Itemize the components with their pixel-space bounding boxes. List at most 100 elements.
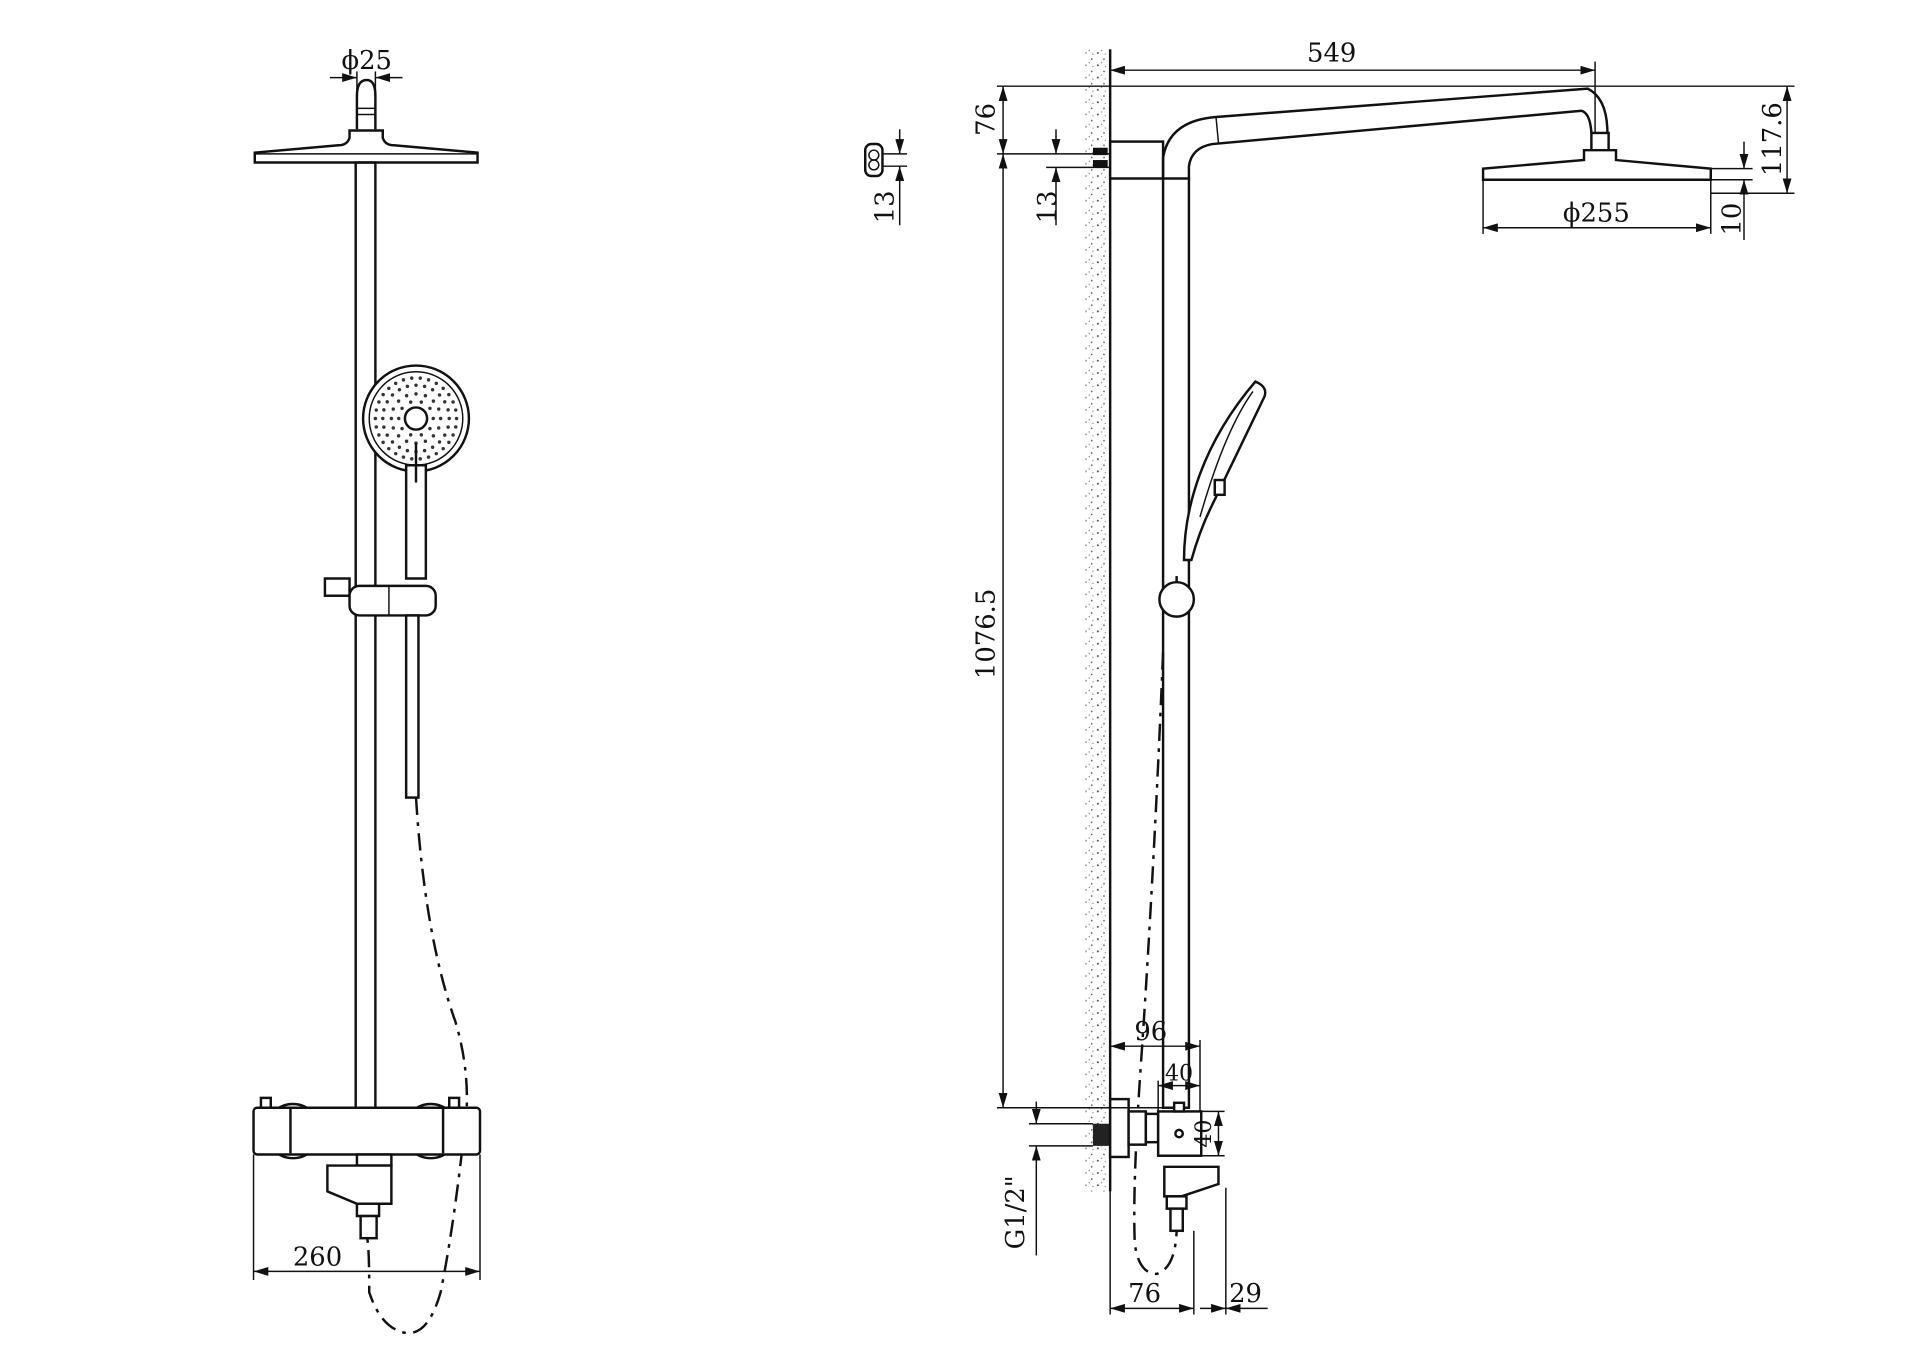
dim-arm-rise: 76: [971, 85, 1795, 155]
nozzle-dot: [428, 406, 432, 411]
nozzle-dot: [387, 386, 391, 391]
dim-head-diameter: ϕ255: [1482, 179, 1712, 234]
nozzle-dot: [404, 394, 409, 398]
nozzle-dot: [426, 455, 431, 459]
dim-label: 13: [1033, 190, 1063, 223]
dim-label: ϕ255: [1563, 199, 1630, 229]
nozzle-dot: [441, 386, 445, 391]
nozzle-dot: [373, 416, 378, 421]
dim-connector-diameter: ϕ25: [329, 46, 403, 99]
dim-inlet-thread: G1/2": [1001, 1101, 1093, 1256]
side-view: 549 76 13 117.6 10 ϕ255: [971, 39, 1795, 1315]
dim-head-thickness: 10: [1710, 141, 1753, 241]
dim-label: 10: [1717, 203, 1747, 236]
nozzle-dot: [381, 416, 385, 421]
nozzle-dot: [426, 378, 431, 382]
dim-valve-body-height: 40: [1191, 1110, 1225, 1157]
nozzle-dot: [396, 399, 401, 403]
dim-label: 29: [1229, 1279, 1262, 1309]
side-hand-shower: [1158, 380, 1267, 618]
front-view: ϕ25: [252, 46, 482, 1335]
dim-valve-width: 260: [252, 1154, 481, 1281]
dim-label: 40: [1191, 1119, 1217, 1147]
nozzle-dot: [419, 400, 424, 404]
front-hand-shower: [361, 364, 471, 580]
nozzle-dot: [447, 440, 451, 445]
nozzle-dot: [428, 426, 432, 431]
nozzle-dot: [451, 433, 455, 437]
nozzle-dot: [437, 426, 441, 430]
nozzle-dot: [381, 392, 385, 397]
nozzle-dot: [418, 457, 422, 461]
nozzle-dot: [397, 416, 401, 421]
dim-label: ϕ25: [342, 46, 392, 76]
nozzle-dot: [385, 400, 389, 404]
nozzle-dot: [391, 426, 395, 430]
nozzle-dot: [438, 416, 443, 421]
dim-head-height: 117.6: [1710, 86, 1795, 195]
nozzle-dot: [390, 440, 395, 444]
dim-label: 13: [871, 190, 901, 223]
front-riser-rail: [354, 161, 377, 1109]
nozzle-dot: [422, 448, 427, 453]
front-hose: [365, 797, 469, 1335]
front-thermostatic-valve: [252, 1096, 482, 1240]
nozzle-dot: [423, 439, 428, 443]
nozzle-dot: [423, 394, 428, 398]
nozzle-dot: [374, 425, 378, 429]
nozzle-dot: [390, 393, 395, 397]
nozzle-dot: [393, 381, 398, 386]
nozzle-dot: [404, 439, 409, 443]
nozzle-dot: [385, 433, 389, 437]
front-overhead-shower: [253, 78, 479, 164]
nozzle-dot: [382, 425, 386, 429]
nozzle-dot: [374, 408, 378, 412]
nozzle-dot: [437, 440, 442, 444]
nozzle-dot: [418, 376, 422, 380]
nozzle-dot: [381, 440, 385, 445]
dim-label: 96: [1134, 1017, 1167, 1047]
dim-spout-offset: 29: [1200, 1279, 1268, 1313]
dim-label: 76: [1128, 1279, 1161, 1309]
nozzle-dot: [377, 400, 381, 404]
nozzle-dot: [447, 416, 451, 421]
nozzle-dot: [405, 448, 410, 453]
dim-valve-body-width: 40: [1157, 1061, 1200, 1112]
nozzle-dot: [437, 393, 442, 397]
nozzle-dot: [397, 445, 402, 450]
nozzle-dot: [454, 425, 458, 429]
nozzle-dot: [401, 378, 406, 382]
wall-section: [1085, 49, 1111, 1192]
nozzle-dot: [446, 408, 450, 412]
nozzle-dot: [431, 416, 435, 421]
dim-label: G1/2": [1001, 1175, 1031, 1249]
nozzle-dot: [410, 457, 414, 461]
nozzle-dot: [437, 407, 441, 411]
dim-label: 1076.5: [971, 589, 1001, 679]
nozzle-dot: [434, 451, 439, 456]
nozzle-dot: [430, 445, 435, 450]
nozzle-dot: [408, 400, 413, 404]
nozzle-dot: [414, 383, 418, 387]
nozzle-dot: [451, 400, 455, 404]
dim-label: 549: [1307, 39, 1356, 69]
nozzle-dot: [434, 381, 439, 386]
dim-valve-projection: 96: [1109, 1017, 1201, 1112]
side-shower-arm: [1092, 87, 1712, 181]
nozzle-dot: [430, 387, 435, 392]
nozzle-dot: [382, 408, 386, 412]
dim-arm-projection: 549: [1110, 39, 1596, 133]
nozzle-dot: [443, 433, 447, 437]
dim-rail-height: 1076.5: [971, 153, 1164, 1109]
side-riser-rail: [1161, 177, 1191, 1109]
nozzle-dot: [431, 434, 436, 438]
nozzle-dot: [397, 387, 402, 392]
dim-label: 260: [293, 1242, 342, 1272]
nozzle-dot: [400, 426, 404, 431]
nozzle-dot: [419, 433, 424, 437]
side-valve: [1092, 1097, 1220, 1233]
nozzle-dot: [414, 392, 418, 396]
nozzle-dot: [446, 425, 450, 429]
dim-label: 117.6: [1758, 102, 1788, 176]
